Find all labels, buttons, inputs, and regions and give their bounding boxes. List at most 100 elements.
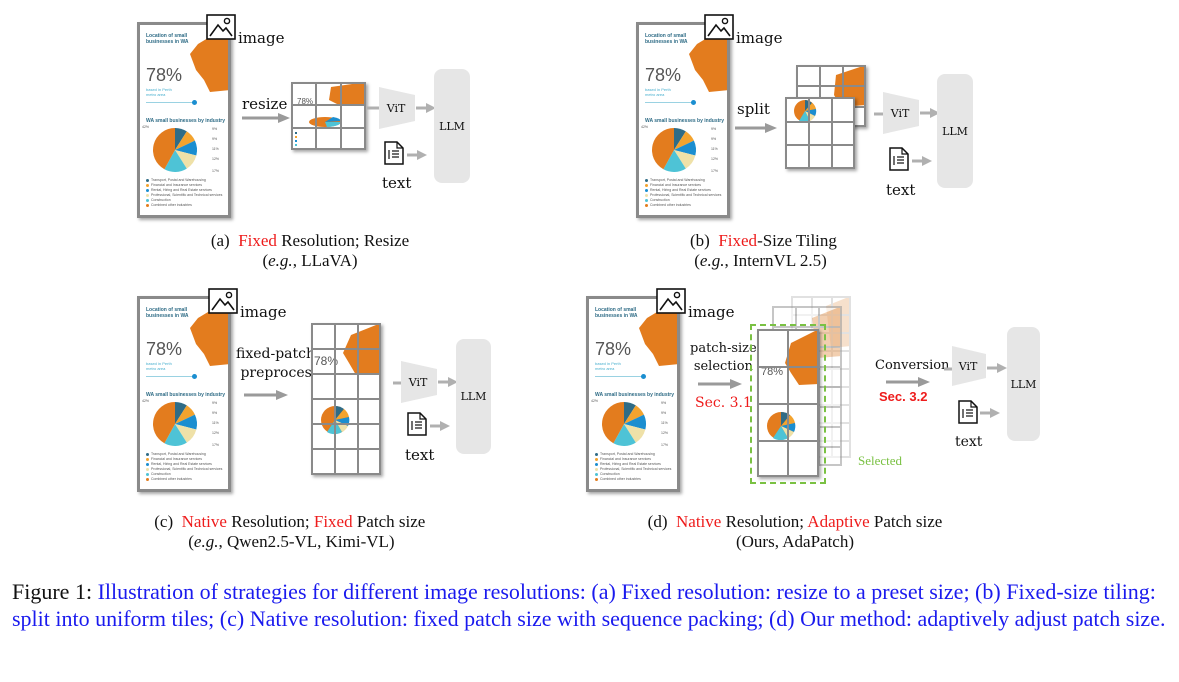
- llm-block: LLM: [937, 74, 973, 188]
- pie-slice: [175, 131, 195, 150]
- vit-encoder: ViT: [401, 361, 437, 403]
- conversion-arrow: [886, 377, 930, 387]
- selected-patch-grid: 78%: [757, 329, 819, 477]
- conversion-label: Conversion: [875, 358, 950, 373]
- chart-title: WA small businesses by industry: [146, 118, 226, 124]
- vit-label: ViT: [408, 376, 428, 389]
- legend-item: Financial and Insurance services: [146, 183, 202, 187]
- text-to-llm-arrow: [912, 156, 932, 166]
- panel-a-caption: (a) Fixed Resolution; Resize(e.g., LLaVA…: [210, 231, 410, 270]
- resize-label: resize: [242, 95, 288, 113]
- sec-3-1-label: Sec. 3.1: [695, 395, 752, 411]
- pie-percent-label: 17%: [212, 169, 220, 173]
- vit-encoder: ViT: [883, 92, 919, 134]
- text-to-llm-arrow: [430, 421, 450, 431]
- legend-label: Financial and Insurance services: [151, 457, 202, 461]
- figure-caption: Figure 1: Illustration of strategies for…: [12, 578, 1172, 632]
- legend-item: Professional, Scientific and Technical s…: [645, 193, 721, 197]
- pie-slice: [175, 405, 195, 424]
- vit-encoder: ViT: [379, 87, 415, 129]
- pie-slice: [624, 424, 646, 443]
- figure-label: Figure 1:: [12, 579, 93, 604]
- wa-map-shape: [639, 304, 677, 366]
- legend-label: Construction: [151, 472, 171, 476]
- pie-percent-label: 42%: [641, 125, 649, 129]
- selection-arrow: [698, 379, 742, 389]
- legend-item: Construction: [645, 198, 670, 202]
- image-icon: [656, 288, 686, 318]
- legend-swatch: [645, 178, 648, 182]
- big-stat: 78%: [645, 65, 682, 85]
- pie-percent-label: 12%: [711, 157, 719, 161]
- text-document-icon: [958, 400, 978, 428]
- text-document-icon: [407, 412, 427, 440]
- legend-item: Professional, Scientific and Technical s…: [146, 193, 222, 197]
- stat-dot: [691, 100, 696, 105]
- legend-swatch: [146, 467, 149, 471]
- legend-item: Rental, Hiring and Real Estate services: [146, 188, 212, 192]
- tile-stack-front: [785, 97, 855, 169]
- legend-item: Combined other industries: [146, 477, 192, 481]
- pie-slice: [175, 424, 197, 443]
- legend-swatch: [146, 183, 149, 187]
- pie-slice: [175, 140, 197, 156]
- pie-percent-label: 42%: [142, 125, 150, 129]
- llm-block: LLM: [434, 69, 470, 183]
- pie-chart: [652, 128, 696, 172]
- text-document-icon: [889, 147, 909, 175]
- vit-label: ViT: [958, 360, 978, 373]
- svg-text:78%: 78%: [761, 366, 783, 378]
- pie-percent-label: 11%: [711, 147, 718, 151]
- legend-swatch: [146, 203, 149, 207]
- pie-percent-label: 11%: [661, 421, 668, 425]
- image-label: image: [736, 29, 783, 47]
- image-icon: [208, 288, 238, 318]
- stat-dot: [192, 374, 197, 379]
- legend-swatch: [645, 183, 648, 187]
- pie-slice: [175, 402, 187, 424]
- legend-item: Combined other industries: [645, 203, 691, 207]
- legend-label: Professional, Scientific and Technical s…: [151, 467, 223, 471]
- legend-item: Financial and Insurance services: [146, 457, 202, 461]
- text-to-llm-arrow: [407, 150, 427, 160]
- chart-title: WA small businesses by industry: [595, 392, 675, 398]
- pie-slice: [175, 128, 187, 150]
- legend-item: Combined other industries: [146, 203, 192, 207]
- pie-percent-label: 42%: [591, 399, 599, 403]
- wa-map-shape: [190, 30, 228, 92]
- stat-dot: [192, 100, 197, 105]
- pie-percent-label: 12%: [661, 431, 669, 435]
- resized-image: 78%: [291, 82, 366, 150]
- pie-percent-label: 9%: [212, 137, 218, 141]
- connector-line: [367, 106, 379, 110]
- pie-chart: [602, 402, 646, 446]
- pie-percent-label: 12%: [212, 157, 220, 161]
- legend-label: Professional, Scientific and Technical s…: [600, 467, 672, 471]
- legend-label: Combined other industries: [151, 203, 192, 207]
- pie-percent-label: 17%: [661, 443, 669, 447]
- text-label: text: [886, 181, 916, 199]
- pie-slice: [674, 131, 694, 150]
- pie-percent-label: 42%: [142, 399, 150, 403]
- panel-d-caption: (d) Native Resolution; Adaptive Patch si…: [647, 512, 943, 551]
- legend-swatch: [595, 452, 598, 456]
- panel-c-caption: (c) Native Resolution; Fixed Patch size …: [150, 512, 426, 551]
- connector-line: [944, 367, 952, 371]
- text-to-llm-arrow: [980, 408, 1000, 418]
- pie-slice: [164, 150, 187, 172]
- legend-item: Transport, Postal and Warehousing: [645, 178, 705, 182]
- image-label: image: [238, 29, 285, 47]
- pie-slice: [624, 402, 636, 424]
- vit-to-llm-arrow: [987, 363, 1007, 373]
- connector-line: [874, 112, 884, 116]
- wa-map-shape: [689, 30, 727, 92]
- legend-label: Transport, Postal and Warehousing: [151, 452, 206, 456]
- text-label: text: [382, 174, 412, 192]
- pie-slice: [152, 128, 175, 170]
- legend-swatch: [146, 178, 149, 182]
